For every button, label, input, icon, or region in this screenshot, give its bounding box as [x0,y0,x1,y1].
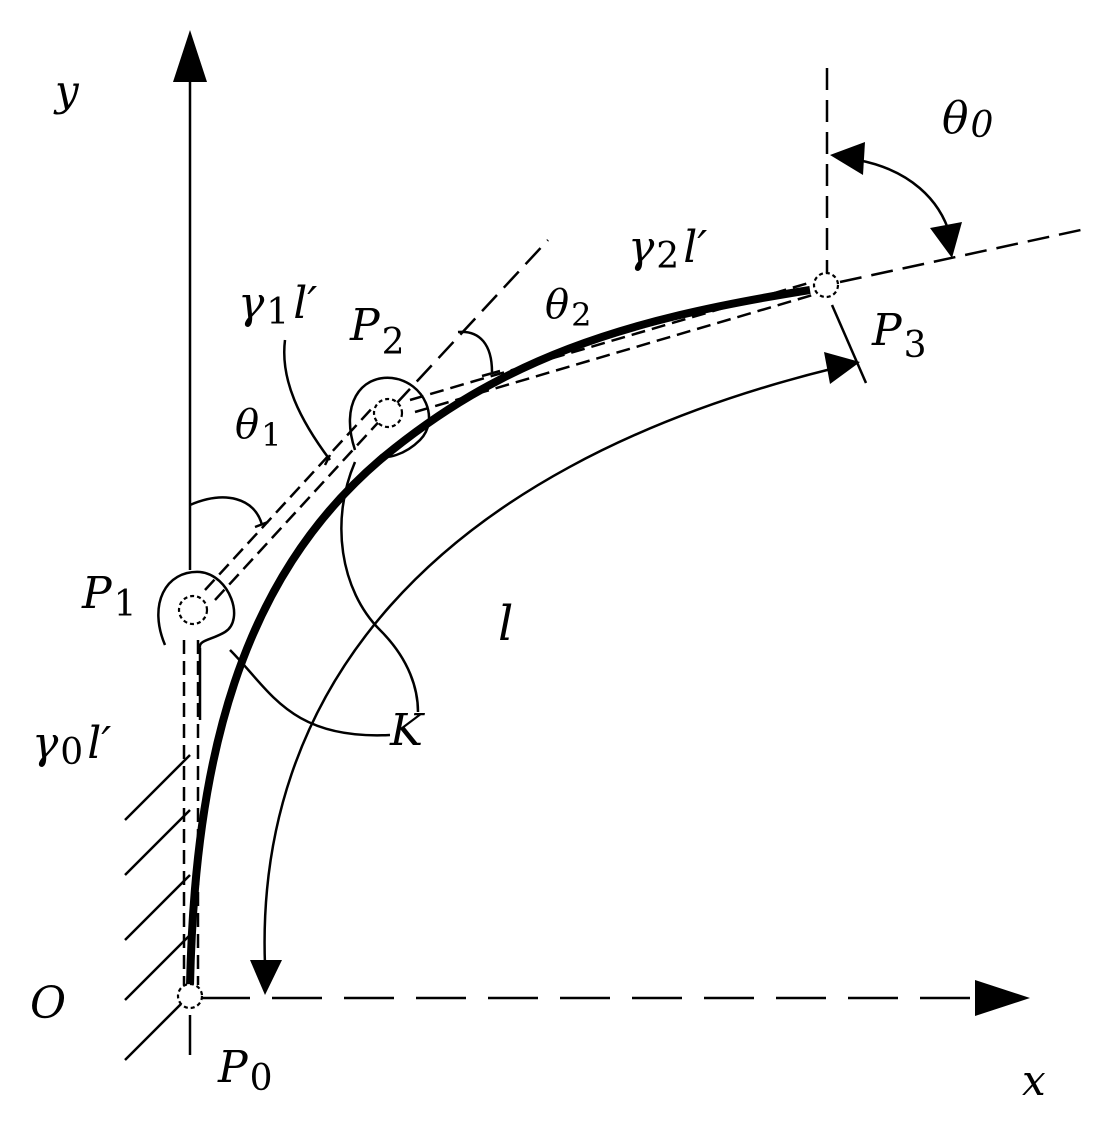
theta0-arrow-start [830,142,865,175]
pivot-p1 [177,594,209,626]
p3-tick [830,304,868,384]
theta2-reference-line [394,239,549,406]
theta2-label: θ2 [545,282,591,334]
flexible-beam [186,286,811,986]
pivot-p2 [372,397,404,429]
spring-p1 [157,570,236,720]
gamma2-label: γ2l′ [628,222,707,277]
link-gamma0 [182,640,200,985]
y-axis [173,30,207,1055]
x-axis [200,980,1030,1016]
arc-arrow-head-top [824,352,860,384]
spring-stiffness-label: K [389,705,425,756]
gamma1-label: γ1l′ [238,278,317,333]
theta0-reference-line [839,226,1091,284]
p2-label: P2 [349,300,405,363]
spring-p2 [348,376,431,459]
ground-hatching [124,754,191,1061]
arc-length-arrow [263,366,836,966]
theta1-label: θ1 [235,402,281,454]
theta1-arc [189,496,264,526]
y-axis-label: y [53,66,80,115]
link-gamma1 [204,404,386,601]
arc-length-label: l [498,596,513,652]
x-axis-label: x [1022,1056,1046,1105]
p0-label: P0 [217,1042,273,1099]
leader-lines [229,339,420,737]
pivot-p3 [812,271,840,299]
theta0-arc [857,158,952,236]
p3-label: P3 [871,305,927,366]
gamma0-label: γ0l′ [32,718,111,773]
arc-arrow-head-bottom [250,960,282,995]
pivot-p0 [176,982,204,1010]
p1-label: P1 [81,568,137,625]
theta0-label: θ0 [942,93,993,146]
theta2-arc [457,330,494,373]
origin-label: O [30,978,66,1029]
theta0-arrow-end [930,222,962,258]
